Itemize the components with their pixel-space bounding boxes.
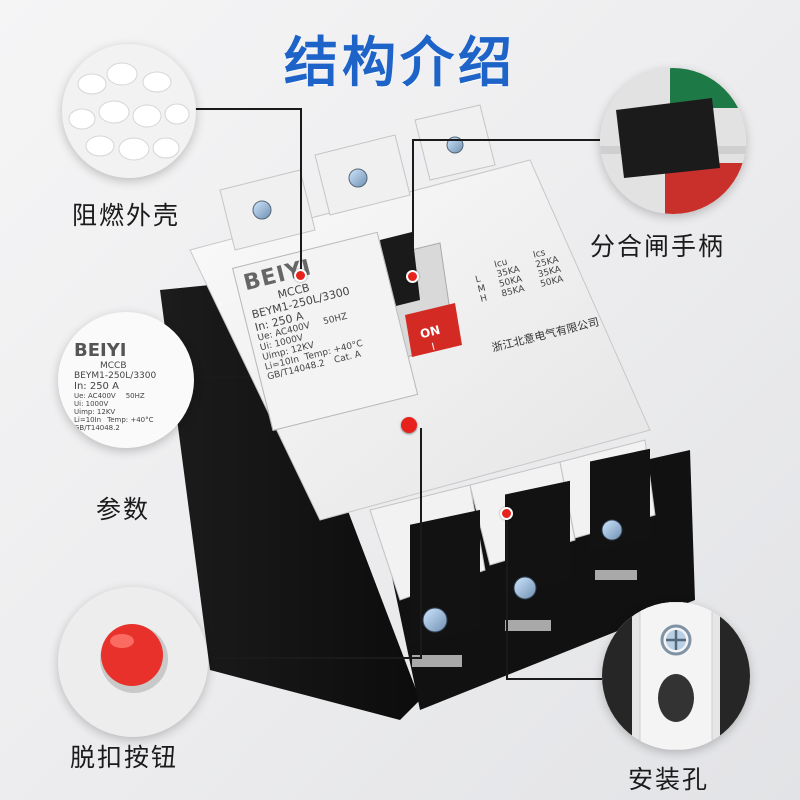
page-title: 结构介绍 xyxy=(284,31,516,94)
inset-freq: 50HZ xyxy=(125,392,145,400)
terminal-pad-3 xyxy=(595,570,637,580)
inset-type: MCCB xyxy=(100,361,127,371)
trip-button-callout xyxy=(58,587,208,737)
inset-brand: BEIYI xyxy=(74,340,127,361)
leader-line-trip-v xyxy=(420,428,422,659)
leader-line-holes-v xyxy=(506,512,508,680)
marker-dot-holes xyxy=(500,507,513,520)
handle-closeup-image xyxy=(600,68,746,214)
leader-line-holes-h xyxy=(506,678,610,680)
screw-top-2 xyxy=(348,168,368,188)
inset-ue: Ue: AC400V xyxy=(74,392,116,400)
mounting-holes-callout xyxy=(602,602,750,750)
handle-label: 分合闸手柄 xyxy=(590,232,726,261)
terminal-screw-1 xyxy=(422,607,448,633)
terminal-screw-3 xyxy=(601,519,623,541)
terminal-screw-2 xyxy=(513,576,537,600)
inset-model: BEYM1-250L/3300 xyxy=(74,371,157,381)
params-inset-plate: BEIYI MCCB BEYM1-250L/3300 In: 250 A Ue:… xyxy=(58,312,194,432)
inset-temp: Temp: +40°C xyxy=(107,416,154,424)
params-callout: BEIYI MCCB BEYM1-250L/3300 In: 250 A Ue:… xyxy=(58,312,194,448)
trip-label: 脱扣按钮 xyxy=(70,743,179,772)
leader-line-shell-h xyxy=(180,108,302,110)
leader-line-params xyxy=(188,376,250,378)
handle-callout xyxy=(600,68,746,214)
inset-li: Li=10In xyxy=(74,416,102,424)
trip-button-closeup-image xyxy=(58,587,208,737)
mounting-holes-label: 安装孔 xyxy=(628,765,710,794)
terminal-opening-2 xyxy=(505,480,570,595)
screw-top-1 xyxy=(252,200,272,220)
marker-dot-handle xyxy=(406,270,419,283)
shell-material-callout xyxy=(62,44,196,178)
pellets-image xyxy=(68,62,190,161)
trip-button[interactable] xyxy=(401,417,417,433)
terminal-pad-2 xyxy=(505,620,551,631)
params-label: 参数 xyxy=(96,495,151,524)
marker-dot-shell xyxy=(294,269,307,282)
inset-ui: Ui: 1000V xyxy=(74,400,109,408)
inset-uimp: Uimp: 12KV xyxy=(74,408,116,416)
inset-in: In: 250 A xyxy=(74,381,119,392)
leader-line-handle-v xyxy=(412,139,414,274)
switch-red-zone xyxy=(405,303,462,357)
terminal-pad-1 xyxy=(412,655,462,667)
leader-line-trip-h xyxy=(210,657,422,659)
screw-top-3 xyxy=(446,136,464,154)
leader-line-handle-h xyxy=(412,139,610,141)
black-base-left xyxy=(160,280,420,720)
inset-std: GB/T14048.2 xyxy=(74,424,120,432)
leader-line-shell-v xyxy=(300,108,302,273)
shell-label: 阻燃外壳 xyxy=(72,201,181,230)
mounting-holes-image xyxy=(602,602,750,750)
